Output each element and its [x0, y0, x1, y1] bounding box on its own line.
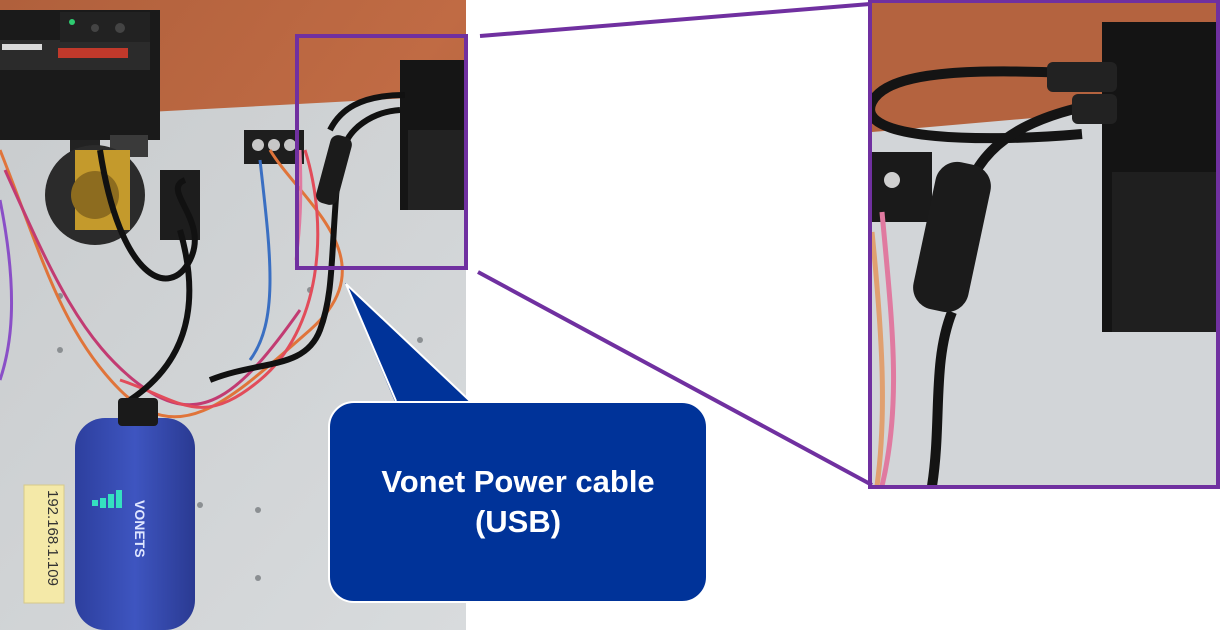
- connector-line-top: [479, 2, 871, 38]
- callout-line-2: (USB): [474, 504, 562, 539]
- callout-box: Vonet Power cable (USB): [328, 401, 708, 603]
- callout-line-1: Vonet Power cable: [381, 464, 655, 499]
- router-device: VONETS: [75, 398, 195, 630]
- router-logo-text: VONETS: [132, 500, 148, 558]
- ip-label-text: 192.168.1.109: [44, 490, 61, 586]
- motor-driver-unit: [0, 10, 160, 180]
- terminal-block: [244, 130, 304, 164]
- ip-label-sticker: 192.168.1.109: [23, 484, 65, 604]
- zoom-inset-photo: [872, 2, 1218, 486]
- power-supply: [400, 60, 466, 210]
